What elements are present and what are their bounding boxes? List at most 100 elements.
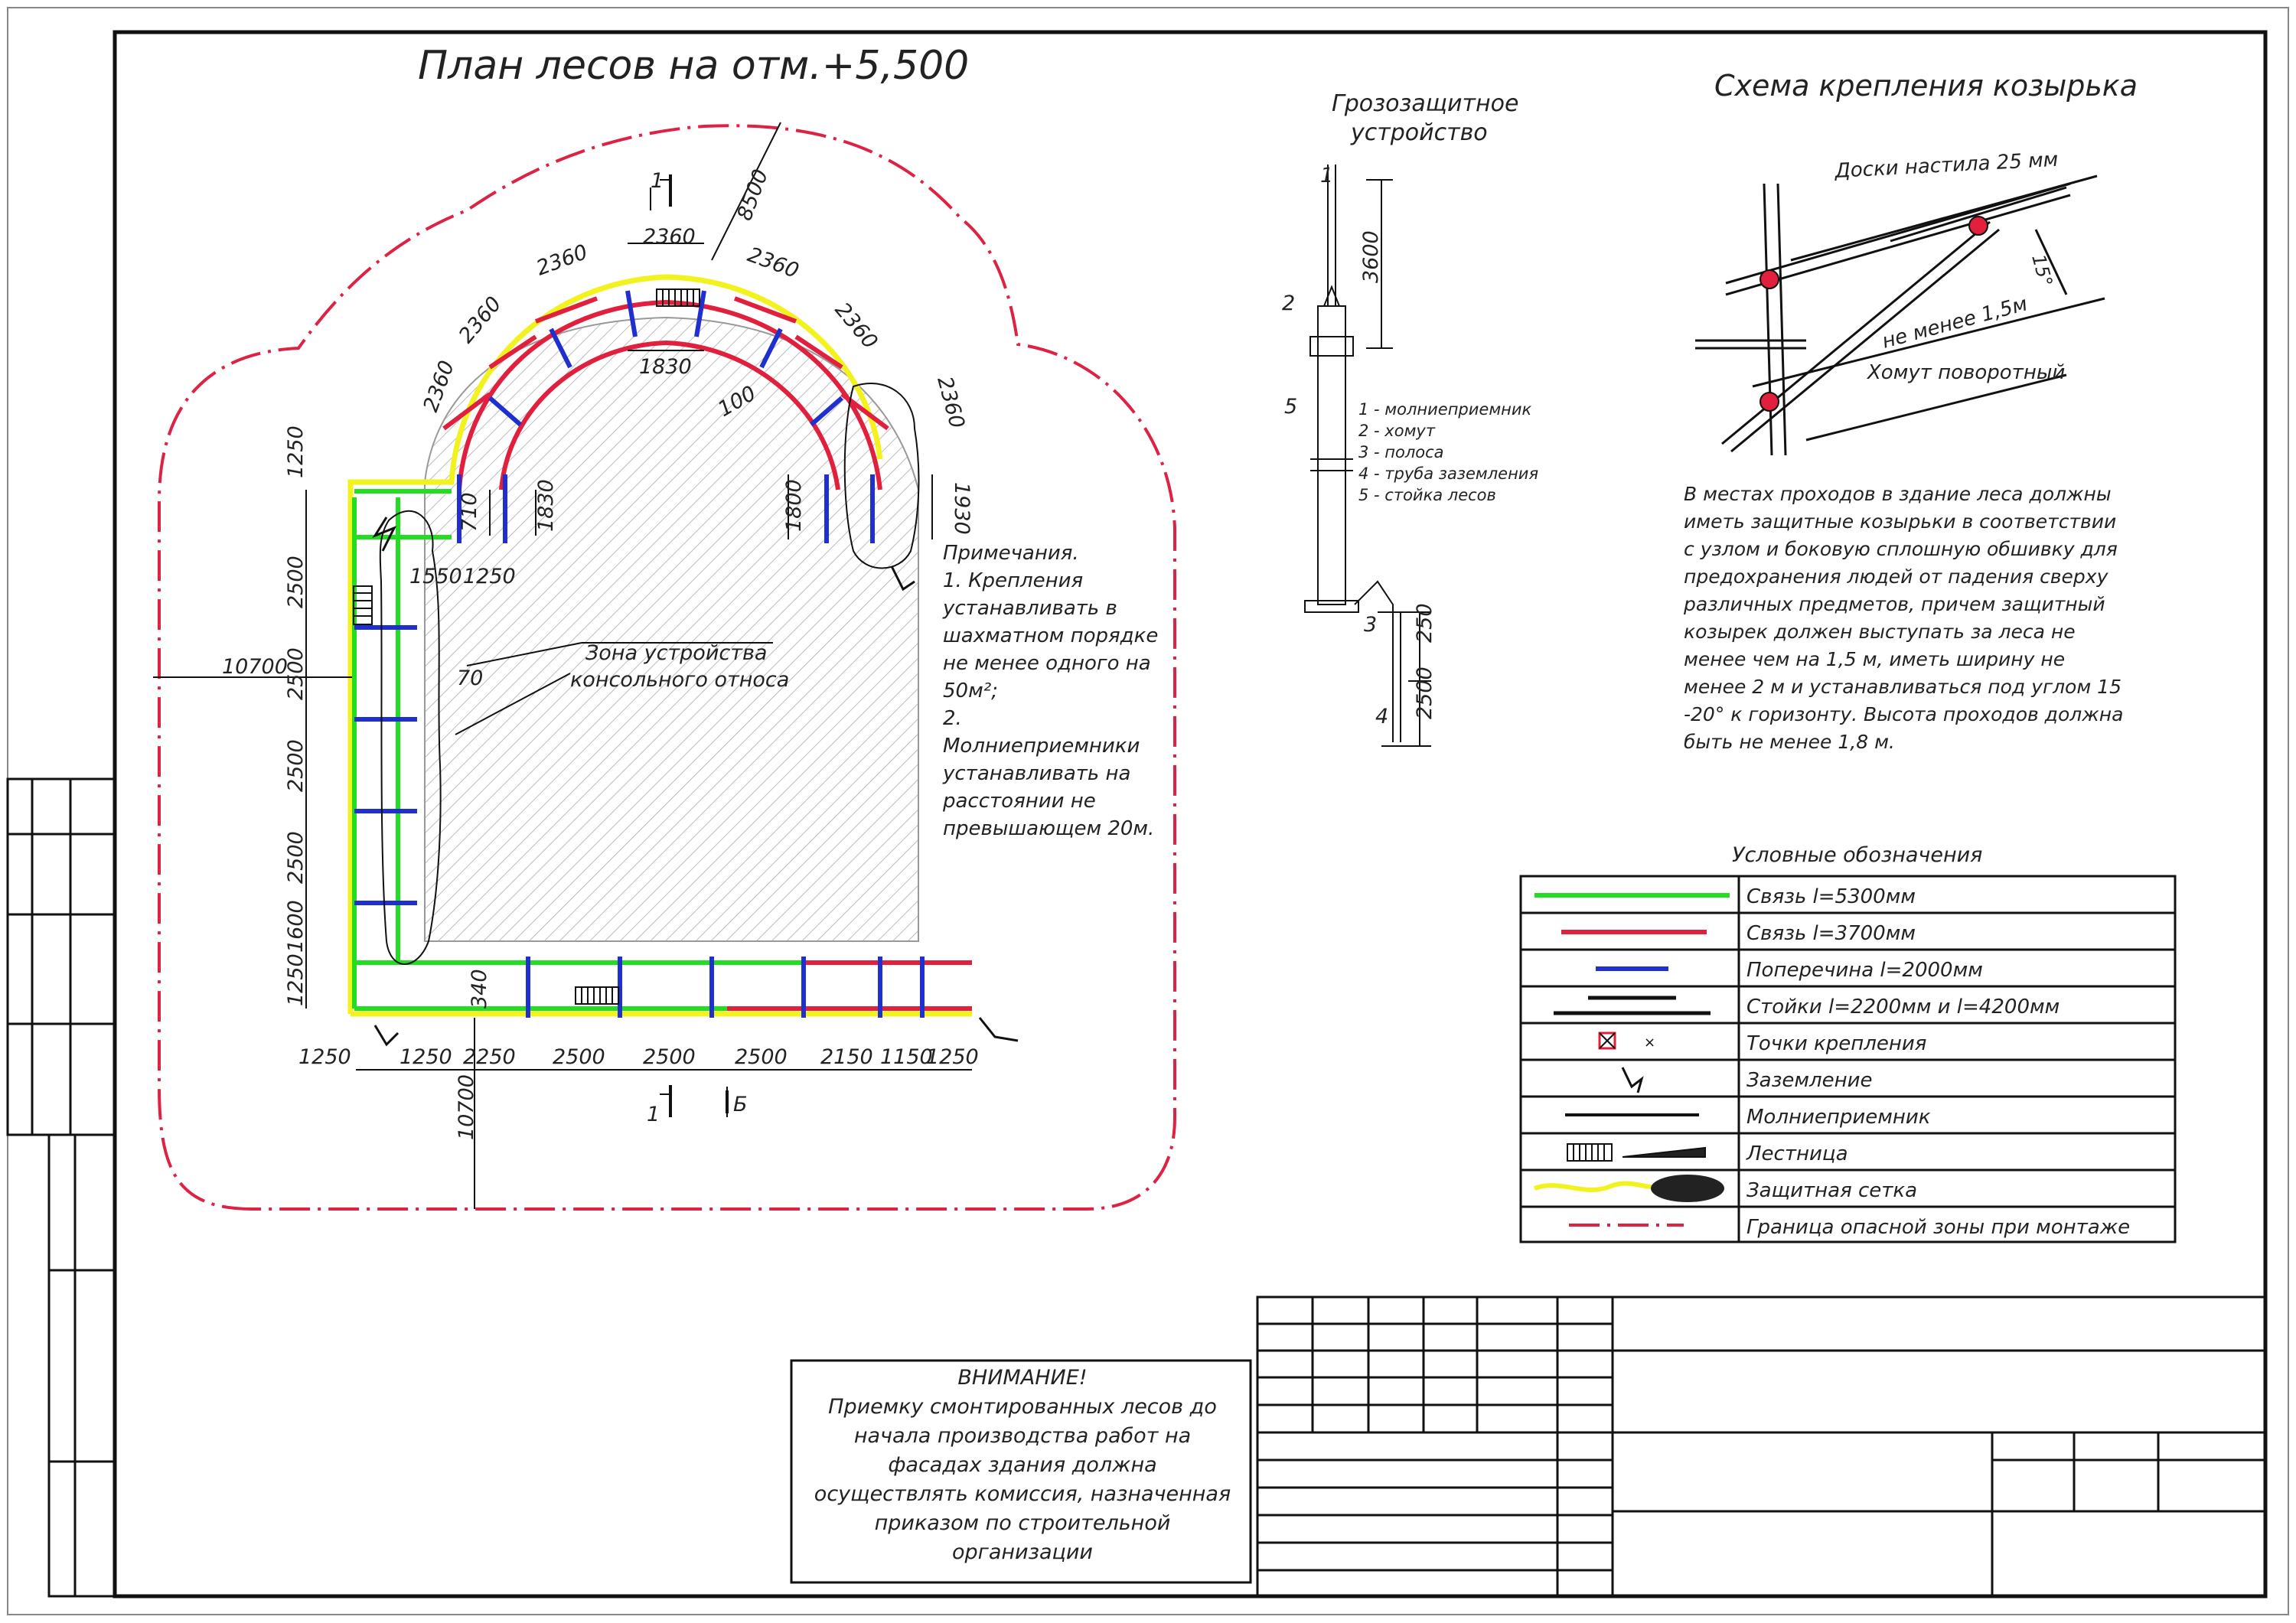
dim-bottom-7: 2150 [820, 1045, 873, 1069]
attention-line-2: начала производства работ на [853, 1424, 1192, 1448]
canopy-label-angle: 15° [2027, 252, 2056, 288]
danger-zone-boundary [158, 124, 1176, 1211]
cantilever-zone-left [379, 510, 442, 965]
lightning-device [1304, 165, 1431, 747]
zone-label-line1: Зона устройства [585, 641, 767, 665]
lightning-legend-5: 5 - стойка лесов [1358, 486, 1496, 504]
legend-symbol-grounding [1621, 1067, 1644, 1093]
notes-item-1: 1. Крепления устанавливать в шахматном п… [943, 569, 1159, 702]
lightning-dim-3600: 3600 [1359, 230, 1383, 283]
lightning-callout-3: 3 [1364, 613, 1377, 637]
canopy-clamps [1760, 216, 1988, 412]
lightning-callout-2: 2 [1282, 292, 1295, 315]
cross-bars-2000 [354, 290, 925, 1018]
legend-label-5: Точки крепления [1746, 1032, 1926, 1055]
attention-line-6: организации [952, 1540, 1093, 1564]
dim-left-7: 1250 [284, 953, 308, 1006]
dim-small-340: 340 [468, 969, 491, 1009]
cantilever-zone-right [843, 383, 920, 569]
dim-bottom-1: 1250 [298, 1045, 351, 1069]
dim-bottom-4: 2500 [553, 1045, 605, 1069]
zone-label-line2: консольного относа [570, 668, 789, 692]
dim-left-2: 2500 [284, 556, 308, 608]
plan-title: План лесов на отм.+5,500 [418, 43, 969, 89]
dim-zone-vertical: 10700 [455, 1074, 478, 1140]
legend-label-7: Молниеприемник [1746, 1106, 1931, 1129]
grounding-marks [372, 517, 1019, 1047]
legend-symbol-ladder [1567, 1143, 1706, 1162]
legend-symbol-posts [1554, 996, 1711, 1015]
dim-arc-2: 2360 [455, 292, 507, 348]
legend-label-10: Граница опасной зоны при монтаже [1746, 1216, 2130, 1239]
dim-arc-6: 2360 [830, 298, 882, 354]
dim-bottom-6: 2500 [735, 1045, 788, 1069]
legend-title: Условные обозначения [1732, 843, 1983, 867]
notes-item-2: 2. Молниеприемники устанавливать на расс… [943, 707, 1155, 840]
ladder-top [656, 288, 700, 307]
attention-line-3: фасадах здания должна [888, 1453, 1157, 1477]
dim-bottom-2: 1250 [400, 1045, 452, 1069]
legend-label-1: Связь l=5300мм [1746, 885, 1916, 908]
lightning-legend-2: 2 - хомут [1358, 422, 1436, 440]
legend-label-3: Поперечина l=2000мм [1746, 959, 1983, 982]
attention-box [790, 1359, 1252, 1584]
lightning-callout-1: 1 [1320, 164, 1333, 187]
lightning-legend-1: 1 - молниеприемник [1358, 400, 1532, 419]
canopy-label-boards: Доски настила 25 мм [1834, 148, 2059, 183]
dim-left-4: 2500 [284, 739, 308, 792]
section-mark-b: Б [733, 1093, 748, 1116]
legend-label-8: Лестница [1746, 1142, 1848, 1165]
zone-leader-line [455, 673, 571, 735]
legend-symbol-net [1533, 1175, 1724, 1202]
dim-left-3: 2500 [284, 647, 308, 700]
dim-left-5: 2500 [284, 831, 308, 884]
canopy-drawing [1695, 174, 2105, 456]
title-block [1256, 1295, 2267, 1598]
dim-arc-5: 2360 [745, 243, 802, 283]
attention-heading: ВНИМАНИЕ! [957, 1366, 1088, 1390]
section-mark-top: 1 [651, 169, 664, 193]
canopy-label-clamp: Хомут поворотный [1866, 361, 2065, 384]
dim-bottom-3: 2250 [463, 1045, 516, 1069]
dim-bottom-9: 1250 [926, 1045, 979, 1069]
ladder-left [353, 585, 373, 625]
dim-arc-3: 2360 [533, 240, 591, 281]
dim-zone-horizontal: 10700 [222, 655, 288, 679]
lightning-callout-5: 5 [1284, 395, 1297, 419]
dim-small-710: 710 [458, 492, 481, 532]
dim-small-70: 70 [457, 666, 483, 690]
left-margin-stamp [6, 777, 116, 1598]
legend-table [1519, 875, 2177, 1243]
legend-label-9: Защитная сетка [1746, 1179, 1917, 1202]
dim-bottom-5: 2500 [643, 1045, 696, 1069]
building-footprint [424, 316, 919, 942]
attention-line-4: осуществлять комиссия, назначенная [814, 1482, 1231, 1506]
canopy-description: В местах проходов в здание леса должны и… [1684, 483, 2124, 753]
ties-3700 [442, 296, 972, 1011]
dim-small-1550: 1550 [409, 565, 462, 588]
legend-label-6: Заземление [1746, 1069, 1873, 1092]
dim-small-1250: 1250 [463, 565, 516, 588]
dim-left-6: 1600 [284, 900, 308, 953]
dim-small-1930: 1930 [950, 482, 974, 535]
legend-label-2: Связь l=3700мм [1746, 922, 1916, 945]
svg-text:×: × [1644, 1035, 1655, 1051]
dim-chord: 1830 [639, 355, 692, 379]
lightning-callout-4: 4 [1375, 705, 1388, 728]
legend-symbol-anchor: × [1598, 1031, 1655, 1051]
ladder-bottom [575, 986, 619, 1005]
legend-label-4: Стойки l=2200мм и l=4200мм [1746, 996, 2060, 1018]
lightning-title-1: Грозозащитное [1332, 90, 1518, 117]
notes-block: Примечания. 1. Крепления устанавливать в… [943, 539, 1165, 842]
lightning-dim-2500: 2500 [1413, 666, 1437, 719]
lightning-dim-250: 250 [1413, 603, 1437, 643]
dim-arc-7: 2360 [932, 374, 969, 431]
lightning-legend-3: 3 - полоса [1358, 443, 1444, 461]
dim-small-1800: 1800 [782, 479, 806, 532]
dim-bottom-8: 1150 [880, 1045, 933, 1069]
section-marks [669, 174, 729, 1117]
section-mark-bottom: 1 [647, 1103, 660, 1126]
notes-heading: Примечания. [943, 542, 1079, 565]
dim-left-1: 1250 [284, 425, 308, 478]
